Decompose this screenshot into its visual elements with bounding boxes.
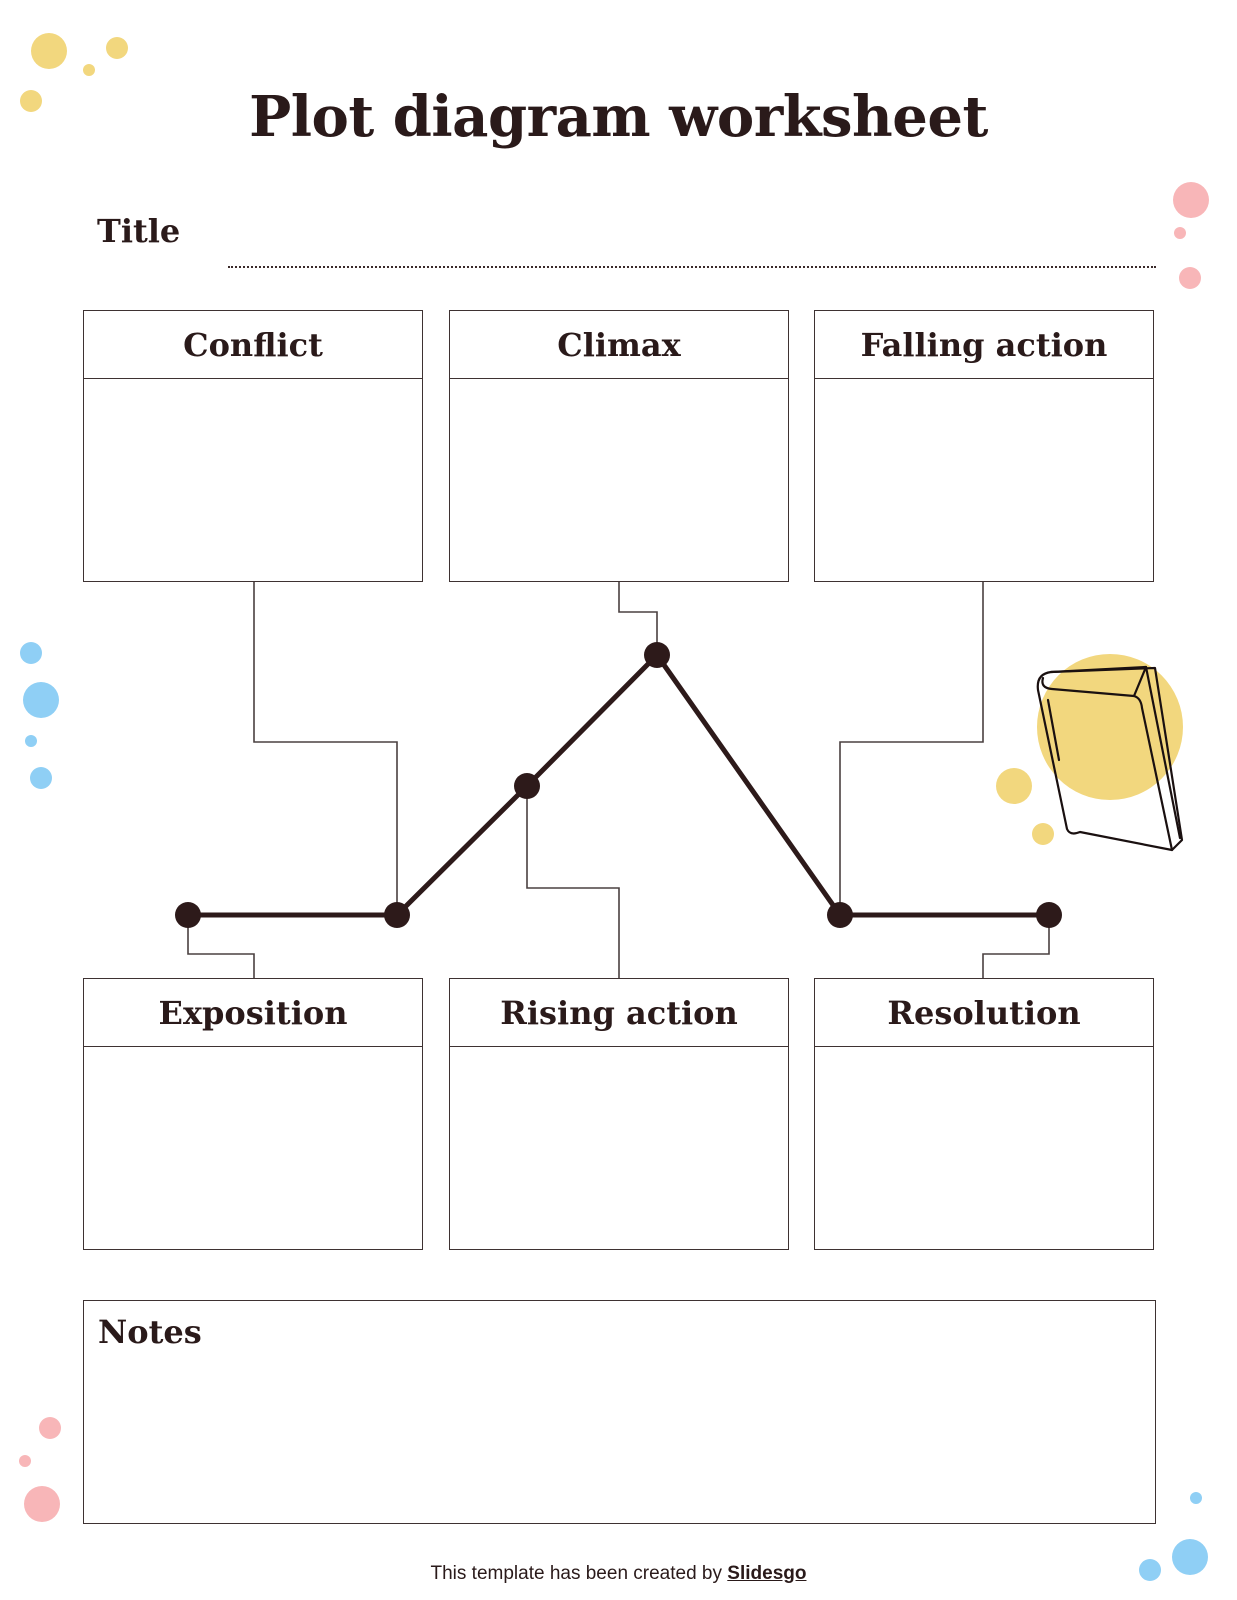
- exposition-box-input[interactable]: [84, 1047, 422, 1249]
- book-icon: [996, 654, 1184, 852]
- notes-label: Notes: [98, 1313, 202, 1351]
- rising-action-box: Rising action: [449, 978, 789, 1250]
- plot-point-resolution: [1036, 902, 1062, 928]
- resolution-box: Resolution: [814, 978, 1154, 1250]
- plot-point-falling-action: [827, 902, 853, 928]
- footer-credit-text: This template has been created by: [430, 1563, 728, 1584]
- climax-box-input[interactable]: [450, 379, 788, 581]
- footer-credit: This template has been created by Slides…: [0, 1563, 1237, 1585]
- resolution-box-label: Resolution: [815, 979, 1153, 1047]
- climax-box-label: Climax: [450, 311, 788, 379]
- decorative-dots-left: [20, 642, 59, 789]
- decorative-dots-bottom-right: [1139, 1492, 1208, 1581]
- conflict-box-label: Conflict: [84, 311, 422, 379]
- plot-point-conflict: [384, 902, 410, 928]
- rising-action-box-label: Rising action: [450, 979, 788, 1047]
- plot-point-climax: [644, 642, 670, 668]
- page-title: Plot diagram worksheet: [249, 84, 988, 150]
- conflict-box-input[interactable]: [84, 379, 422, 581]
- decorative-dots-top-left: [20, 33, 128, 112]
- conflict-box: Conflict: [83, 310, 423, 582]
- resolution-box-input[interactable]: [815, 1047, 1153, 1249]
- slidesgo-link[interactable]: Slidesgo: [727, 1563, 807, 1584]
- falling-action-box-label: Falling action: [815, 311, 1153, 379]
- exposition-box-label: Exposition: [84, 979, 422, 1047]
- notes-box[interactable]: Notes: [83, 1300, 1156, 1524]
- rising-action-box-input[interactable]: [450, 1047, 788, 1249]
- connector-lines: [187, 582, 1050, 978]
- decorative-dots-bottom-left: [19, 1417, 61, 1522]
- falling-action-box: Falling action: [814, 310, 1154, 582]
- plot-point-exposition: [175, 902, 201, 928]
- exposition-box: Exposition: [83, 978, 423, 1250]
- plot-line: [175, 642, 1062, 928]
- climax-box: Climax: [449, 310, 789, 582]
- title-field-input[interactable]: [228, 266, 1156, 268]
- plot-point-rising-action: [514, 773, 540, 799]
- title-field-label: Title: [97, 212, 181, 250]
- decorative-dots-top-right: [1173, 182, 1209, 289]
- falling-action-box-input[interactable]: [815, 379, 1153, 581]
